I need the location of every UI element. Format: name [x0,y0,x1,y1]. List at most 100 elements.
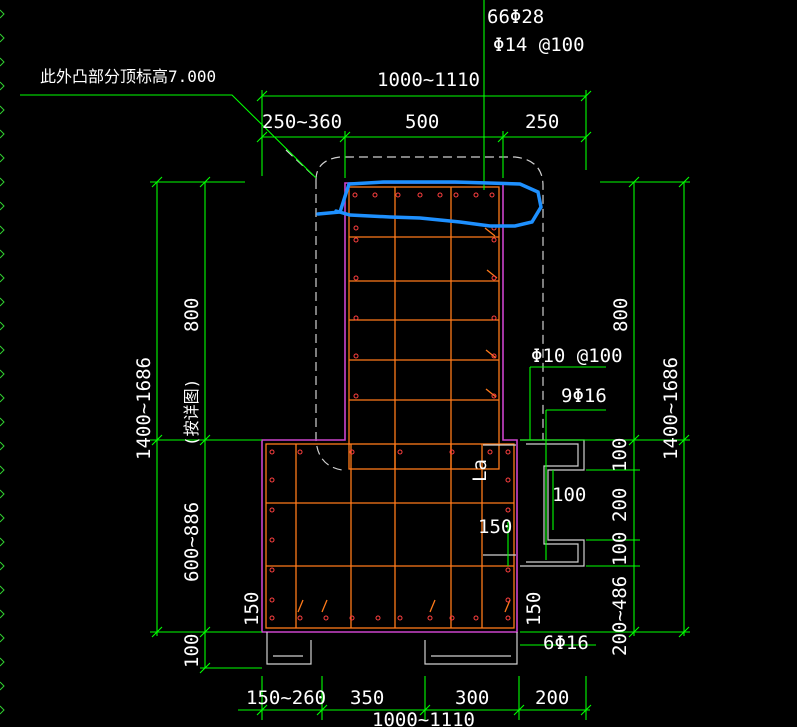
rebar-dot [505,449,511,455]
rebar-dot [395,192,401,198]
rebar-dot [505,597,511,603]
grip-mark [0,537,5,547]
rebar-dots [269,192,511,621]
rebar-dot [269,477,275,483]
bot-seg2-dim: 350 [350,687,384,709]
rebar-dot [491,393,497,399]
grip-mark [0,441,5,451]
bottom-bars-label: 6Φ16 [543,632,589,654]
rebar-cage [265,186,515,629]
rebar-dot [372,192,378,198]
rebar-dot [353,237,359,243]
rebar-dot [269,449,275,455]
rebar-dot [297,615,303,621]
top-seg1-dim: 250~360 [262,111,342,133]
rebar-dot [473,615,479,621]
rebar-dot [437,192,443,198]
grip-mark [0,417,5,427]
grip-mark [0,633,5,643]
bot-seg1-dim: 150~260 [246,687,326,709]
left-upper-dim: 800 [181,298,203,332]
rebar-dot [505,615,511,621]
grip-mark [0,297,5,307]
rebar-dot [505,477,511,483]
rebar-dot [269,507,275,513]
rebar-dot [349,615,355,621]
top-seg2-dim: 500 [405,111,439,133]
dim-bottom-right: 200~486 [609,576,631,656]
rebar-dot [427,615,433,621]
detail-stirrup-label: Φ10 @100 [531,345,623,367]
section-outline [261,182,518,633]
dim-150-right: 150 [523,592,545,626]
rebar-dot [269,597,275,603]
grip-mark [0,609,5,619]
grip-mark [0,225,5,235]
left-bottom-dim: 100 [181,634,203,668]
rebar-dot [349,449,355,455]
right-total-dim: 1400~1686 [660,357,682,460]
grip-mark [0,513,5,523]
left-note-label: (按详图) [182,379,201,446]
top-total-dim: 1000~1110 [377,69,480,91]
rebar-dot [453,192,459,198]
dashed-outline [285,149,544,471]
grip-mark [0,393,5,403]
detail-bars-label: 9Φ16 [561,385,607,407]
rebar-dot [323,615,329,621]
dim-150-left: 150 [241,592,263,626]
rebar-dot [269,567,275,573]
grip-mark [0,561,5,571]
rebar-dot [269,537,275,543]
grip-mark [0,129,5,139]
rebar-dot [297,449,303,455]
bot-seg4-dim: 200 [535,687,569,709]
rebar-dot [375,615,381,621]
grip-mark [0,33,5,43]
dim-100a: 100 [609,438,631,472]
rebar-dot [353,275,359,281]
blue-highlight-mark [316,180,543,228]
grip-mark [0,585,5,595]
rebar-dot [505,567,511,573]
grip-mark [0,681,5,691]
dim-100b: 100 [609,532,631,566]
rebar-dot [353,353,359,359]
rebar-dot [269,615,275,621]
rebar-dot [417,192,423,198]
rebar-dot [491,315,497,321]
grip-mark [0,657,5,667]
grip-mark [0,9,5,19]
grip-mark [0,321,5,331]
dim-150-mid: 150 [478,516,512,538]
dim-200: 200 [609,488,631,522]
rebar-dot [352,192,358,198]
left-edge-grips [0,9,5,715]
rebar-dot [491,237,497,243]
grip-mark [0,345,5,355]
dimension-lines [20,0,690,720]
top-seg3-dim: 250 [525,111,559,133]
main-rebar-label: 66Φ28 [487,6,544,28]
rebar-dot [449,615,455,621]
grip-mark [0,105,5,115]
rebar-dot [491,353,497,359]
grip-mark [0,273,5,283]
grip-mark [0,705,5,715]
grip-mark [0,489,5,499]
note-label: 此外凸部分顶标高7.000 [40,67,216,86]
grip-mark [0,153,5,163]
grip-mark [0,81,5,91]
grip-mark [0,369,5,379]
rebar-dot [449,449,455,455]
bot-seg3-dim: 300 [455,687,489,709]
stirrup-label: Φ14 @100 [493,34,585,56]
left-total-dim: 1400~1686 [133,357,155,460]
rebar-dot [397,615,403,621]
grip-mark [0,249,5,259]
grip-mark [0,57,5,67]
dim-100-mid: 100 [552,484,586,506]
detail-stirrups [266,439,585,665]
rebar-dot [489,192,495,198]
